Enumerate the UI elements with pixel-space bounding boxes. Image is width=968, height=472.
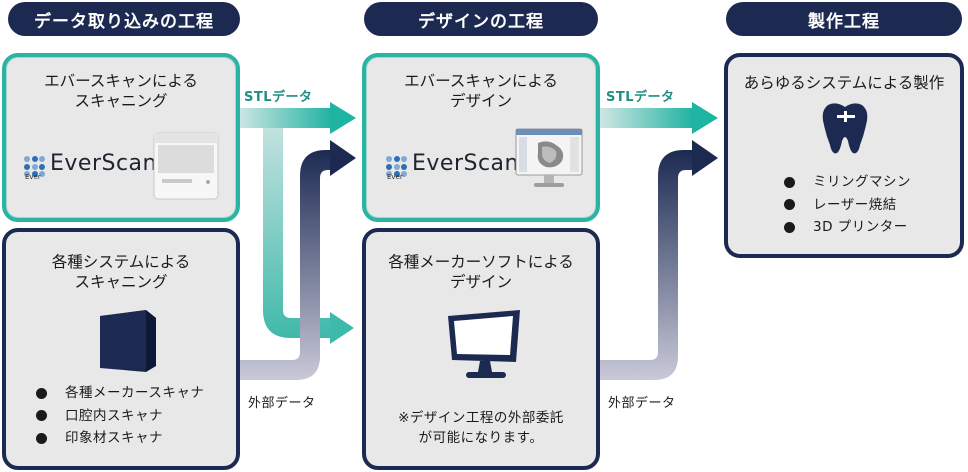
card-everscan-design: エバースキャンによる デザイン Ever EverScan xyxy=(362,53,600,222)
card-title: 各種メーカーソフトによる デザイン xyxy=(388,253,574,291)
navy-arrow-head-2 xyxy=(692,140,718,176)
list-item: レーザー焼結 xyxy=(784,194,911,217)
navy-up-flow-2 xyxy=(600,150,694,380)
monitor-icon xyxy=(448,310,520,378)
card-various-scanning: 各種システムによる スキャニング 各種メーカースキャナ 口腔内スキャナ 印象材ス… xyxy=(2,228,240,470)
navy-arrow-head-1 xyxy=(330,140,356,176)
flow-label-stl-2: STLデータ xyxy=(606,90,675,105)
card-production: あらゆるシステムによる製作 ミリングマシン レーザー焼結 3D プリンター xyxy=(724,53,964,258)
list-item: ミリングマシン xyxy=(784,171,911,194)
header-production: 製作工程 xyxy=(726,2,962,36)
card-title: エバースキャンによる デザイン xyxy=(404,72,558,110)
scanner-box-icon xyxy=(100,310,156,372)
flow-label-stl-1: STLデータ xyxy=(244,90,313,105)
scanner-device-icon xyxy=(153,132,219,200)
list-item: 口腔内スキャナ xyxy=(36,405,204,428)
card-title: エバースキャンによる スキャニング xyxy=(44,72,198,110)
list-item: 3D プリンター xyxy=(784,216,911,239)
card-title: 各種システムによる スキャニング xyxy=(51,253,191,291)
teal-arrow-head-lower xyxy=(330,312,354,344)
everscan-mark-icon xyxy=(24,156,45,177)
everscan-logo: Ever EverScan xyxy=(386,151,519,181)
design-monitor-icon xyxy=(515,128,583,187)
list-item: 印象材スキャナ xyxy=(36,427,204,450)
flow-label-external-2: 外部データ xyxy=(608,396,676,411)
flow-label-external-1: 外部データ xyxy=(248,396,316,411)
tooth-icon xyxy=(822,103,868,154)
production-method-list: ミリングマシン レーザー焼結 3D プリンター xyxy=(784,171,911,239)
teal-arrow-head-upper xyxy=(330,102,356,134)
scanner-list: 各種メーカースキャナ 口腔内スキャナ 印象材スキャナ xyxy=(36,382,204,450)
list-item: 各種メーカースキャナ xyxy=(36,382,204,405)
header-design: デザインの工程 xyxy=(364,2,598,36)
teal-arrow-head-2 xyxy=(692,102,718,134)
teal-straight-flow xyxy=(238,108,332,128)
navy-up-flow xyxy=(238,150,332,380)
everscan-mark-icon xyxy=(386,156,407,177)
card-maker-design: 各種メーカーソフトによる デザイン ※デザイン工程の外部委託 が可能になります。 xyxy=(362,228,600,470)
everscan-logo: Ever EverScan xyxy=(24,151,157,181)
header-data-capture: データ取り込みの工程 xyxy=(8,2,240,36)
card-everscan-scanning: エバースキャンによる スキャニング Ever EverScan xyxy=(2,53,240,222)
teal-straight-flow-2 xyxy=(600,108,694,128)
card-title: あらゆるシステムによる製作 xyxy=(743,74,945,92)
outsourcing-note: ※デザイン工程の外部委託 が可能になります。 xyxy=(398,410,564,446)
